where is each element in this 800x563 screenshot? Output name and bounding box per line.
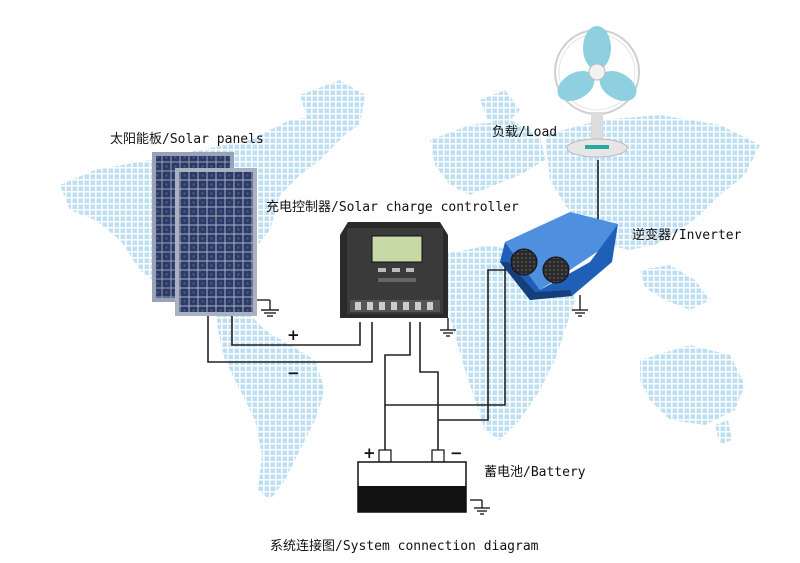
panel-negative-sign: − bbox=[287, 364, 300, 382]
controller-battery-positive-wire bbox=[384, 322, 411, 450]
panel-positive-wire bbox=[231, 310, 361, 346]
solar-panel-front bbox=[175, 168, 257, 316]
battery-positive-terminal bbox=[378, 449, 392, 463]
solar-panels-icon bbox=[152, 152, 257, 316]
fan-load-icon bbox=[554, 26, 640, 158]
controller-ground-icon bbox=[440, 318, 456, 337]
battery-ground-icon bbox=[470, 499, 490, 515]
battery-negative-terminal bbox=[431, 449, 445, 463]
inverter-fan-left-icon bbox=[510, 248, 538, 276]
load-label: 负载/Load bbox=[492, 125, 558, 140]
battery-positive-sign: + bbox=[363, 444, 376, 462]
panel-negative-wire bbox=[207, 310, 373, 363]
battery-negative-sign: − bbox=[450, 444, 463, 462]
panel-positive-sign: + bbox=[287, 326, 300, 344]
inverter-icon bbox=[500, 212, 618, 300]
inverter-ground-icon bbox=[572, 295, 588, 317]
ground-symbols bbox=[255, 295, 588, 515]
battery-label: 蓄电池/Battery bbox=[484, 465, 586, 480]
controller-battery-negative-wire bbox=[419, 322, 439, 450]
inverter-label: 逆变器/Inverter bbox=[632, 228, 742, 243]
controller-lcd-screen bbox=[371, 235, 423, 263]
diagram-caption: 系统连接图/System connection diagram bbox=[270, 539, 539, 554]
panel-ground-icon bbox=[255, 299, 279, 317]
inverter-fan-right-icon bbox=[542, 256, 570, 284]
battery-icon bbox=[357, 449, 467, 513]
charge-controller-label: 充电控制器/Solar charge controller bbox=[266, 200, 519, 215]
solar-panels-label: 太阳能板/Solar panels bbox=[110, 132, 264, 147]
charge-controller-icon bbox=[340, 222, 448, 318]
